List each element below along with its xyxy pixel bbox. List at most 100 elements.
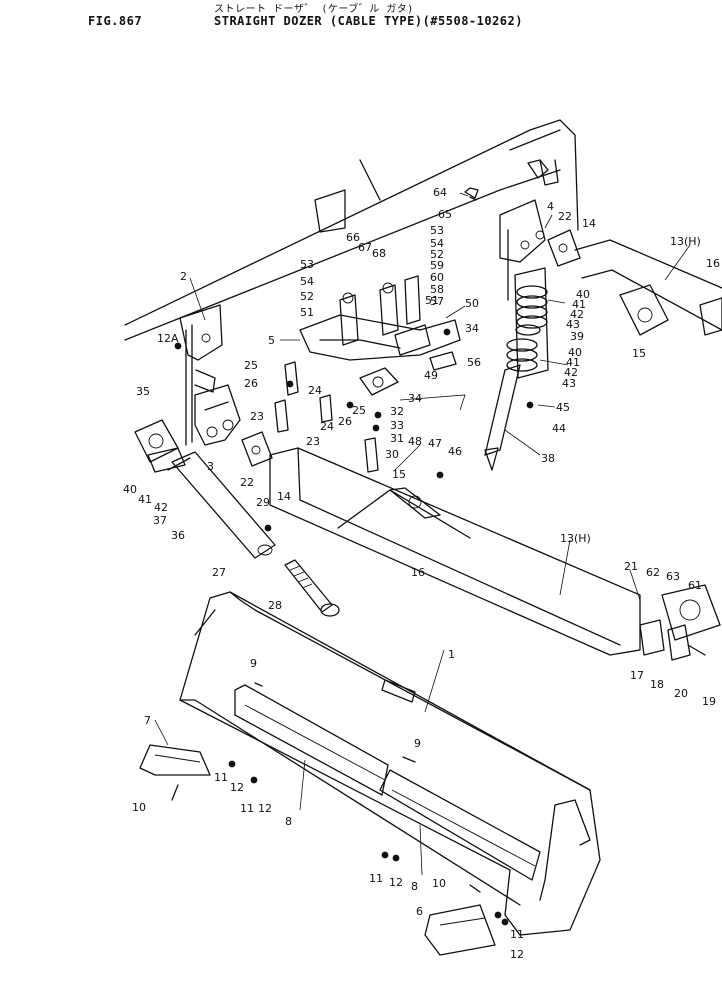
end-bits [139,744,496,956]
callout-c22: 51 [425,294,439,307]
callout-c98: 12 [510,948,524,961]
callout-c9: 54 [430,237,444,250]
callout-c8: 53 [430,224,444,237]
callout-c71: 16 [411,566,425,579]
callout-c96: 6 [416,905,423,918]
callout-c57: 47 [428,437,442,450]
callout-c58: 46 [448,445,462,458]
callout-c69: 29 [256,496,270,509]
callout-c26: 12A [157,332,179,345]
left-trunnion-bracket [179,304,223,446]
callout-c67: 22 [240,476,254,489]
callout-c75: 62 [646,566,660,579]
callout-c20: 52 [300,290,314,303]
dozer-blade [179,591,601,936]
callout-c2: 65 [438,208,452,221]
callout-c43: 25 [244,359,258,372]
edge-hardware [171,682,509,926]
pulley-blocks [359,324,466,411]
callout-c21: 51 [300,306,314,319]
callout-c46: 25 [352,404,366,417]
mounting-bracket [194,384,241,446]
callout-c68: 14 [277,490,291,503]
callout-c80: 20 [674,687,688,700]
dozer-frame-main [269,447,641,656]
lift-cylinder-right [484,267,549,471]
callout-c73: 28 [268,599,282,612]
callout-c76: 63 [666,570,680,583]
callout-c79: 18 [650,678,664,691]
callout-c17: 57 [430,295,444,308]
callout-c48: 24 [320,420,334,433]
callout-c94: 12 [389,876,403,889]
callout-c47: 26 [338,415,352,428]
leader-lines [154,192,691,876]
cable-sheave-frame [299,275,461,361]
callout-c29: 41 [572,298,586,311]
callout-c23: 50 [465,297,479,310]
callout-c65: 37 [153,514,167,527]
cylinder-seal-packs [506,285,548,372]
lift-cylinder-left [167,451,276,559]
callout-c82: 9 [250,657,257,670]
cable-guide [134,419,186,473]
callout-c64: 42 [154,501,168,514]
callout-c15: 60 [430,271,444,284]
callout-c38: 56 [467,356,481,369]
callout-c28: 40 [576,288,590,301]
callout-c45: 24 [308,384,322,397]
callout-c74: 21 [624,560,638,573]
callout-c1: 64 [433,186,447,199]
callout-c55: 23 [306,435,320,448]
callout-c59: 30 [385,448,399,461]
callout-c56: 48 [408,435,422,448]
callout-c6: 13(H) [670,235,701,248]
callout-c4: 22 [558,210,572,223]
callout-c32: 39 [570,330,584,343]
callout-c10: 52 [430,248,444,261]
tractor-body-outline [124,119,579,341]
callout-c84: 7 [144,714,151,727]
bolts-and-pins [174,187,534,532]
callout-c90: 8 [285,815,292,828]
callout-c12: 67 [358,241,372,254]
callout-c77: 61 [688,579,702,592]
callout-c81: 19 [702,695,716,708]
clamp-blocks [241,229,581,467]
callout-c7: 16 [706,257,720,270]
callout-c41: 45 [556,401,570,414]
callout-c40: 34 [408,392,422,405]
callout-c49: 23 [250,410,264,423]
callout-c61: 38 [541,452,555,465]
right-push-arm [574,239,722,336]
callout-c34: 41 [566,356,580,369]
callout-c35: 42 [564,366,578,379]
callout-c88: 12 [258,802,272,815]
callout-c62: 40 [123,483,137,496]
cutting-edges [234,684,541,881]
callout-c60: 15 [392,468,406,481]
callout-c70: 27 [212,566,226,579]
callout-c78: 17 [630,669,644,682]
callout-c14: 59 [430,259,444,272]
callout-c13: 68 [372,247,386,260]
callout-c85: 11 [214,771,228,784]
callout-c3: 4 [547,200,554,213]
callout-c95: 10 [432,877,446,890]
callout-c24: 34 [465,322,479,335]
callout-c50: 32 [390,405,404,418]
diagram-title: STRAIGHT DOZER (CABLE TYPE)(#5508-10262) [214,14,523,28]
callout-c52: 31 [390,432,404,445]
right-trunnion-bracket [499,159,549,301]
callout-c30: 42 [570,308,584,321]
title-katakana: ストレート ドーザ゛ (ケーブ゛ル ガタ) [214,4,414,15]
callout-c72: 13(H) [560,532,591,545]
callout-c51: 33 [390,419,404,432]
callout-c42: 44 [552,422,566,435]
callout-c37: 15 [632,347,646,360]
callout-c44: 26 [244,377,258,390]
callout-c36: 43 [562,377,576,390]
callout-c89: 10 [132,801,146,814]
callout-labels: 64 65 4 22 14 13(H) 16 53 54 52 66 67 68… [123,186,720,961]
